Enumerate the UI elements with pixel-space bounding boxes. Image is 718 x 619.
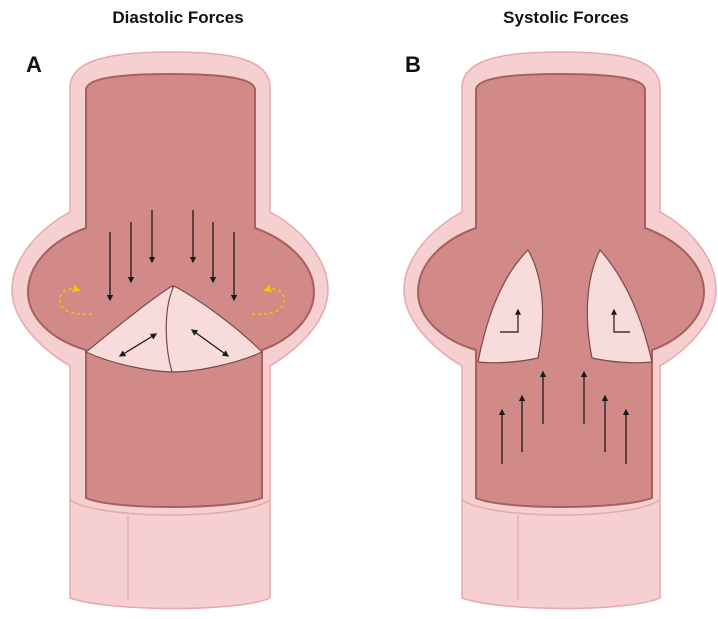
panel-a-vessel xyxy=(12,52,328,609)
panel-b-vessel xyxy=(404,52,716,609)
panel-b-lumen xyxy=(418,74,704,507)
